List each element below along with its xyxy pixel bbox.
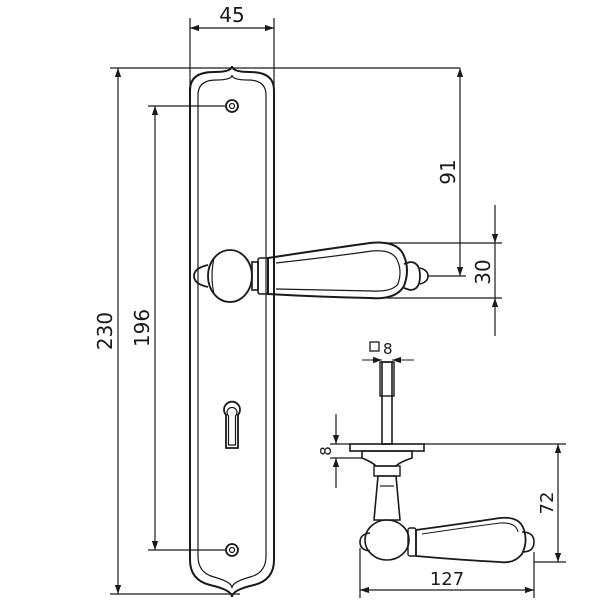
side-handle-grip — [415, 516, 527, 564]
top-screw-hole — [225, 99, 239, 113]
dim-plate-height-label: 230 — [93, 312, 117, 350]
dim-handle-projection-label: 72 — [537, 492, 558, 515]
side-neck — [373, 475, 401, 521]
dim-handle-height-label: 30 — [471, 259, 495, 284]
side-knob — [364, 519, 410, 561]
dim-rose-thickness-label: 8 — [317, 446, 335, 456]
handle-end-tip — [419, 267, 429, 285]
front-dimensions: 45 230 196 91 30 — [93, 3, 502, 595]
backplate-outline — [189, 65, 275, 598]
dim-handle-offset-label: 91 — [436, 159, 460, 184]
handle-rose-knob — [207, 249, 253, 303]
handle-grip — [267, 241, 408, 300]
dim-plate-width-label: 45 — [219, 3, 244, 27]
bottom-screw-hole-inner — [228, 546, 236, 554]
handle-end-cap — [403, 261, 421, 291]
side-backplate — [349, 443, 425, 452]
dim-spindle-square-label: 8 — [383, 340, 393, 358]
handle-grip-highlight — [275, 250, 401, 292]
handle-rose-left-cap — [193, 264, 209, 288]
dim-handle-length-label: 127 — [430, 569, 464, 590]
top-screw-hole-inner — [228, 102, 236, 110]
dim-screw-spacing-label: 196 — [130, 309, 154, 347]
side-handle-grip-highlight — [421, 522, 519, 535]
side-rose-ring — [373, 465, 401, 477]
side-dimensions: 8 8 72 127 — [317, 340, 566, 598]
spindle — [381, 361, 393, 445]
spindle-top-sleeve — [379, 361, 395, 397]
keyhole — [223, 400, 241, 449]
front-view — [189, 65, 429, 598]
side-rose — [361, 450, 413, 467]
bottom-screw-hole — [225, 543, 239, 557]
side-view — [349, 361, 535, 564]
handle-rose-knob-detail — [211, 257, 215, 295]
side-handle-end-cap — [521, 531, 535, 553]
backplate-inner-edge — [197, 74, 267, 589]
keyhole-inner — [226, 406, 238, 446]
side-knob-left-cap — [359, 532, 371, 552]
square-symbol-icon — [369, 341, 380, 352]
